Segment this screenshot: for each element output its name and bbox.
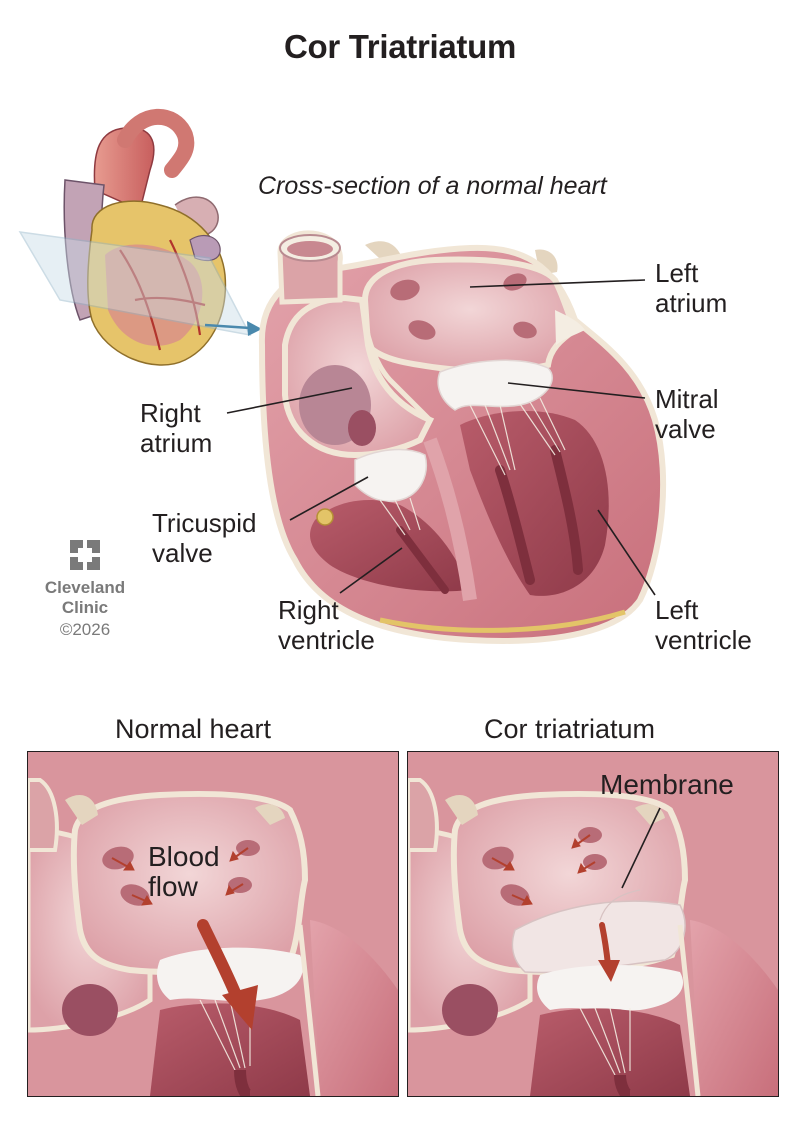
heart-muscle-patch [105, 244, 203, 346]
cor-triatriatum-panel-illustration [408, 752, 778, 1096]
normal-heart-panel-title: Normal heart [115, 714, 272, 744]
label-blood-flow: Blood flow [148, 841, 220, 902]
left-appendage [189, 235, 221, 262]
cor-triatriatum-panel-title: Cor triatriatum [484, 714, 656, 744]
cleveland-clinic-logo: Cleveland Clinic ©2026 [30, 538, 140, 640]
brand-name-line2: Clinic [61, 598, 109, 617]
plane-arrow-head [247, 321, 262, 336]
brand-name-line1: Cleveland [44, 578, 126, 597]
label-left-ventricle: Left ventricle [655, 595, 752, 655]
coronary-artery [119, 239, 206, 351]
membrane-shape [511, 900, 686, 974]
external-heart-thumbnail [18, 108, 262, 366]
label-mitral-valve: Mitral valve [655, 384, 719, 444]
membrane-leader-line [621, 807, 661, 889]
mitral-valve-leaflet [437, 359, 553, 411]
label-membrane: Membrane [600, 769, 734, 800]
tricuspid-valve-leaflet [354, 448, 427, 502]
plane-arrow-line [204, 323, 251, 330]
cleveland-clinic-logo-icon [70, 540, 100, 570]
label-right-atrium: Right atrium [140, 398, 213, 458]
copyright: ©2026 [59, 620, 111, 639]
aortic-arch [117, 108, 195, 178]
heart-cross-section [258, 230, 667, 644]
label-tricuspid-valve: Tricuspid valve [152, 508, 257, 568]
restricted-flow-arrow-head [598, 960, 620, 982]
label-left-atrium: Left atrium [655, 258, 728, 318]
leader-lines [226, 279, 656, 596]
diagram-subtitle: Cross-section of a normal heart [258, 172, 607, 200]
left-atrium-chamber [361, 256, 579, 374]
blood-flow-arrow-head [222, 985, 258, 1030]
page-title: Cor Triatriatum [283, 28, 517, 65]
label-right-ventricle: Right ventricle [278, 595, 375, 655]
normal-heart-panel-illustration [28, 752, 398, 1096]
